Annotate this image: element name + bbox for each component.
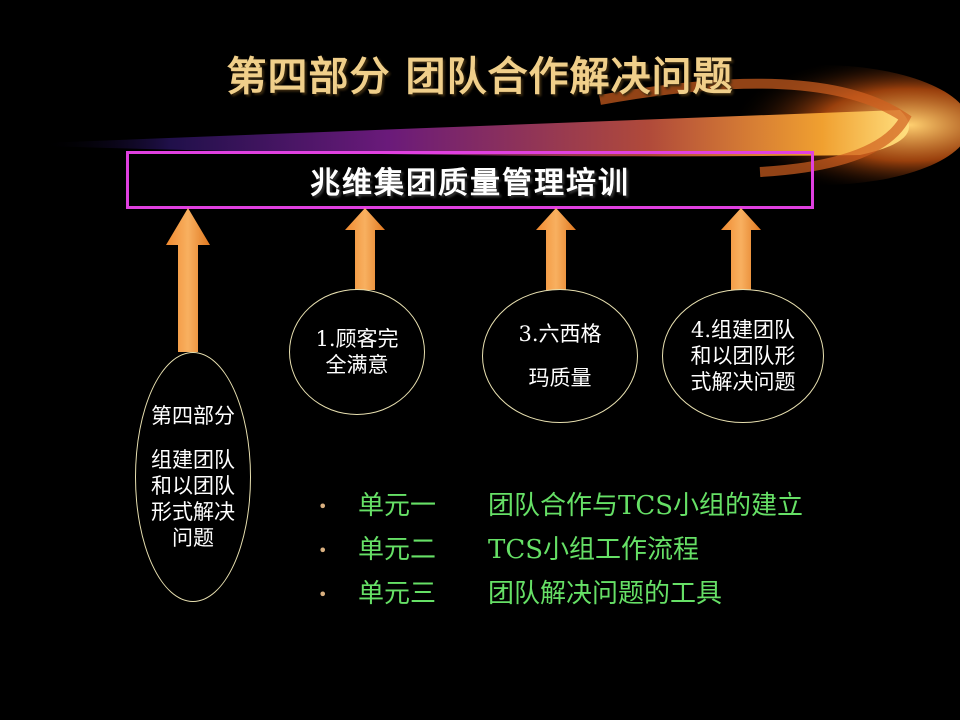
oval-3-line3: 式解决问题 [690,370,796,394]
bullet-dot: • [318,497,328,516]
oval-2-line2: 玛质量 [528,366,592,390]
unit-text: TCS小组工作流程 [488,535,700,565]
arrow-up-1 [166,208,210,352]
oval-customer-satisfaction: 1.顾客完 全满意 [289,289,425,415]
left-oval-line4: 形式解决 [151,500,235,524]
left-oval: 第四部分 组建团队 和以团队 形式解决 问题 [135,352,251,602]
arrow-up-4 [721,208,761,290]
training-banner: 兆维集团质量管理培训 [126,151,814,209]
page-title: 第四部分 团队合作解决问题 [226,54,734,100]
left-oval-line3: 和以团队 [151,474,235,498]
oval-3-line1: 4.组建团队 [690,318,796,342]
banner-label: 兆维集团质量管理培训 [310,166,630,201]
unit-text: 团队合作与TCS小组的建立 [488,491,804,521]
bullet-dot: • [318,541,328,560]
unit-text: 团队解决问题的工具 [488,579,723,609]
oval-1-line2: 全满意 [325,353,389,377]
unit-label: 单元三 [358,579,437,609]
oval-six-sigma: 3.六西格 玛质量 [482,289,638,423]
oval-2-line1: 3.六西格 [518,322,602,346]
oval-1-line1: 1.顾客完 [315,327,399,351]
bullet-dot: • [318,585,328,604]
list-item: • 单元三 团队解决问题的工具 [318,572,803,616]
left-oval-line5: 问题 [172,526,214,550]
oval-3-line2: 和以团队形 [690,344,796,368]
unit-label: 单元二 [358,535,437,565]
arrow-up-3 [536,208,576,290]
unit-list: • 单元一 团队合作与TCS小组的建立 • 单元二 TCS小组工作流程 • 单元三 团队解决… [318,484,803,616]
left-oval-line1: 第四部分 [151,404,235,428]
oval-team-building: 4.组建团队 和以团队形 式解决问题 [662,289,824,423]
unit-label: 单元一 [358,491,437,521]
left-oval-line2: 组建团队 [151,448,235,472]
list-item: • 单元一 团队合作与TCS小组的建立 [318,484,803,528]
list-item: • 单元二 TCS小组工作流程 [318,528,803,572]
arrow-up-2 [345,208,385,290]
comet-swoosh-decoration [40,65,960,185]
